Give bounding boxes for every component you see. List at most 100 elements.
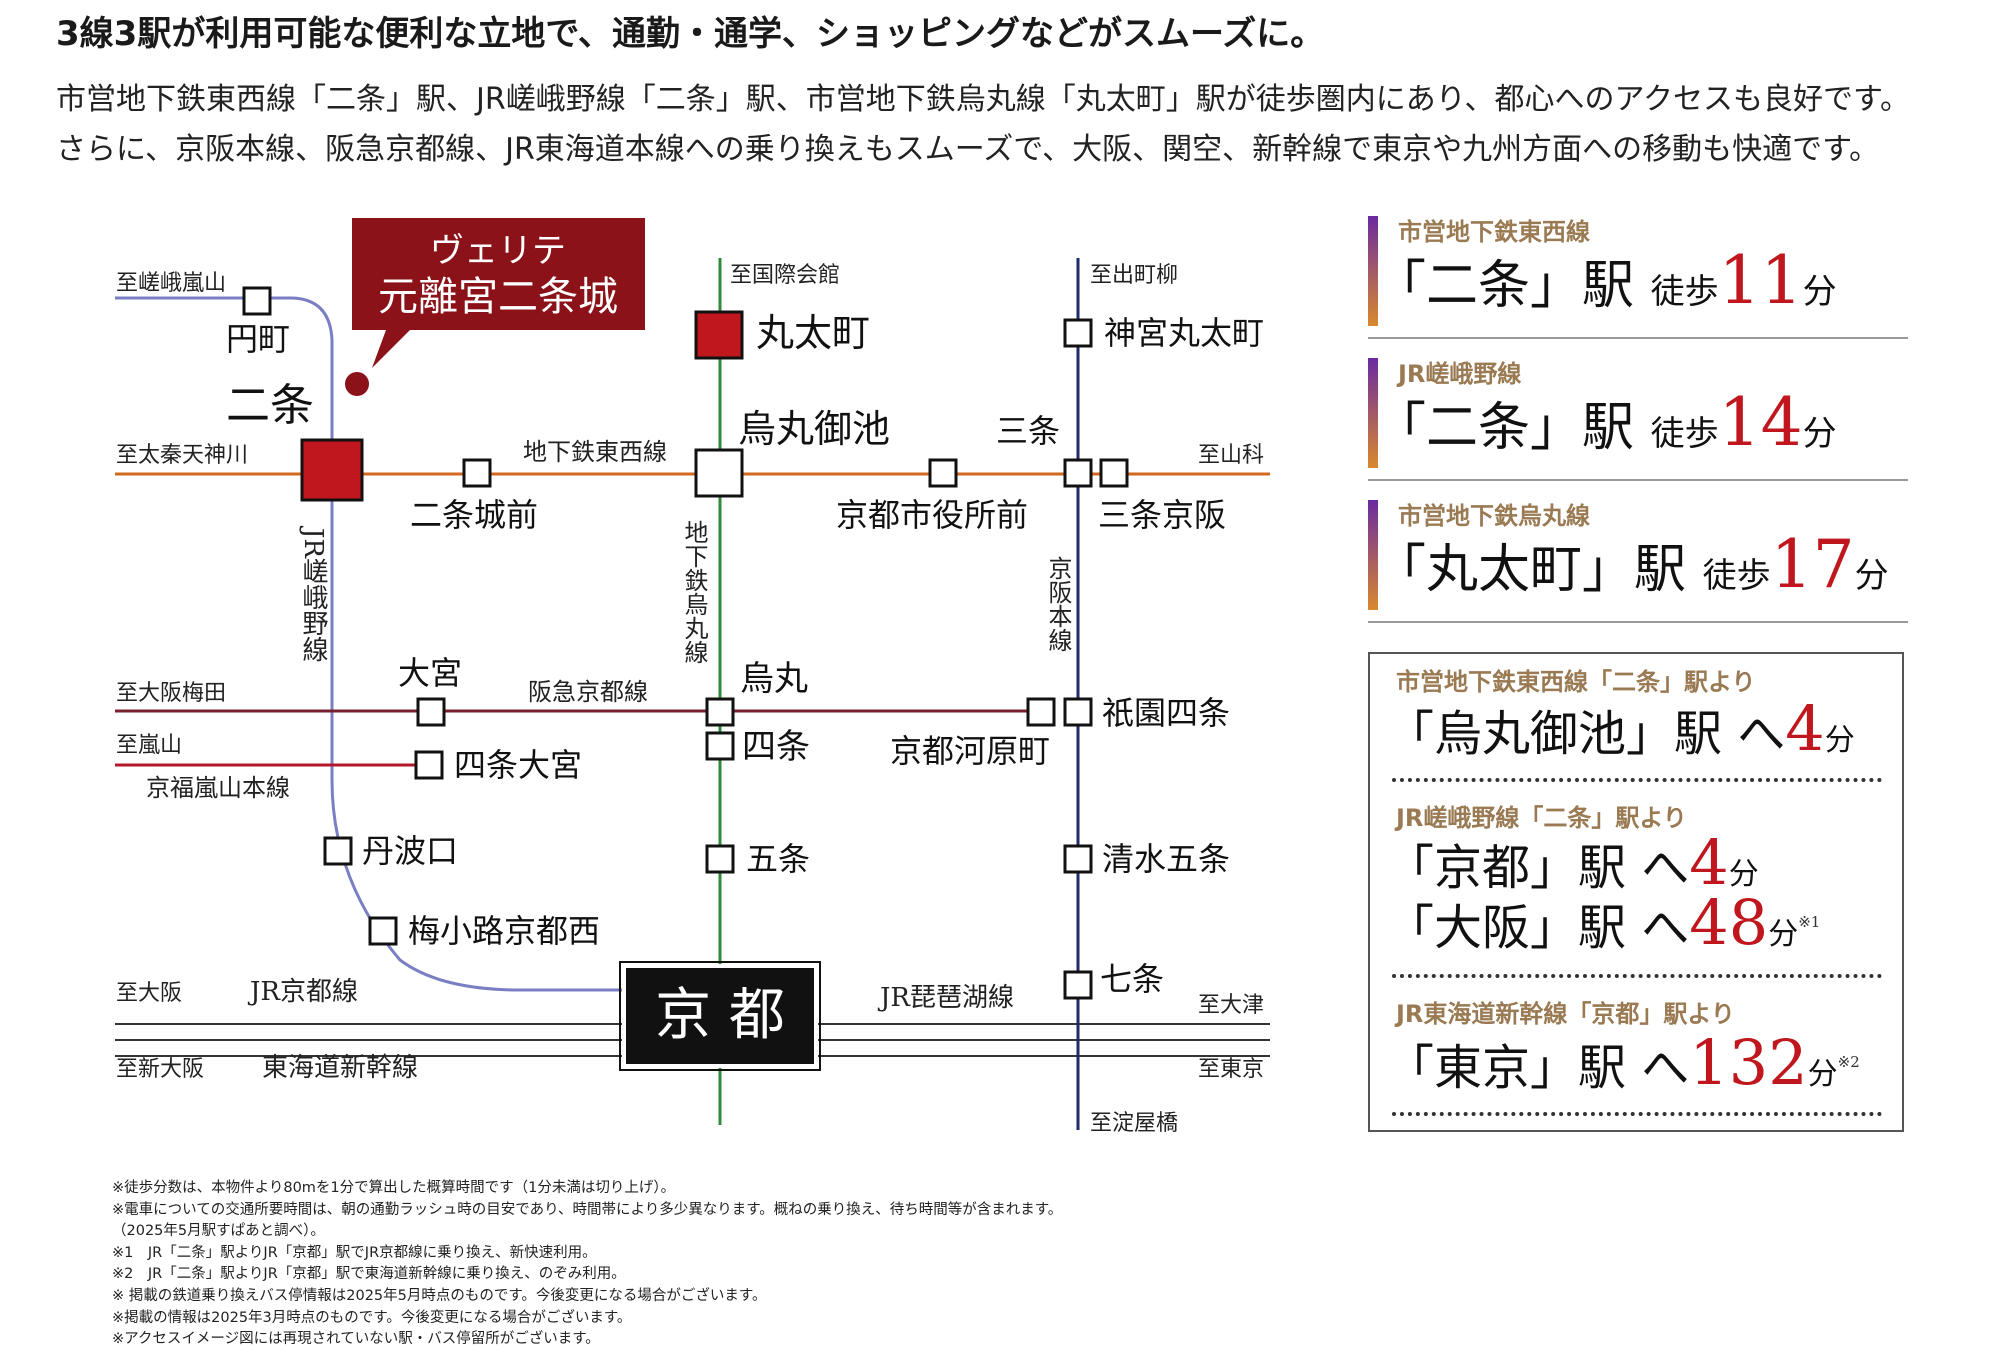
walk-item: JR嵯峨野線 「二条」駅 徒歩14分 bbox=[1368, 354, 1908, 481]
footnote: ※2 JR「二条」駅よりJR「京都」駅で東海道新幹線に乗り換え、のぞみ利用。 bbox=[112, 1266, 626, 1283]
property-name-line1: ヴェリテ bbox=[430, 231, 566, 271]
headline: 3線3駅が利用可能な便利な立地で、通勤・通学、ショッピングなどがスムーズに。 bbox=[56, 14, 1325, 54]
label-karasuma: 烏丸 bbox=[740, 659, 808, 699]
walk-station: 「二条」駅 徒歩14分 bbox=[1374, 384, 1837, 461]
station-kyoto bbox=[622, 964, 818, 1068]
property-name-line2: 元離宮二条城 bbox=[378, 274, 618, 320]
label-gion-shijo: 祇園四条 bbox=[1102, 694, 1230, 732]
walk-line-name: 市営地下鉄烏丸線 bbox=[1398, 502, 1590, 530]
transfer-origin: 市営地下鉄東西線「二条」駅より bbox=[1396, 668, 1756, 696]
label-kiyomizu-gojo: 清水五条 bbox=[1102, 840, 1230, 878]
walk-item: 市営地下鉄烏丸線 「丸太町」駅 徒歩17分 bbox=[1368, 496, 1908, 623]
transfer-destination: 「烏丸御池」駅 へ4分 bbox=[1386, 692, 1855, 765]
label-line-sagano: JR嵯峨野線 bbox=[298, 525, 328, 662]
station-sanjo-keihan bbox=[1099, 458, 1129, 488]
station-umekoji bbox=[368, 916, 398, 946]
property-location-marker bbox=[345, 372, 369, 396]
dir-osaka: 至大阪 bbox=[116, 981, 182, 1006]
footnote: ※電車についての交通所要時間は、朝の通勤ラッシュ時の目安であり、時間帯により多少… bbox=[112, 1201, 1063, 1218]
station-gojo bbox=[705, 844, 735, 874]
station-shichijo bbox=[1063, 970, 1093, 1000]
dir-shin-osaka: 至新大阪 bbox=[116, 1057, 204, 1082]
label-shiyakushomae: 京都市役所前 bbox=[836, 496, 1028, 534]
footnote: ※1 JR「二条」駅よりJR「京都」駅でJR京都線に乗り換え、新快速利用。 bbox=[112, 1244, 597, 1261]
label-line-jr-biwako: JR琵琶湖線 bbox=[877, 983, 1014, 1013]
route-map: ヴェリテ 元離宮二条城 円町 二条 二条城前 丸太町 烏丸御池 京都市役所前 神… bbox=[115, 218, 1270, 1136]
station-shijo bbox=[705, 731, 735, 761]
station-emmachi bbox=[242, 286, 272, 316]
footnote: ※掲載の情報は2025年3月時点のものです。今後変更になる場合がございます。 bbox=[112, 1309, 632, 1326]
label-line-hankyu: 阪急京都線 bbox=[528, 678, 648, 706]
transfer-destination: 「東京」駅 へ132分※2 bbox=[1386, 1026, 1860, 1099]
footnote: ※徒歩分数は、本物件より80mを1分で算出した概算時間です（1分未満は切り上げ）… bbox=[112, 1180, 676, 1196]
dir-osaka-umeda: 至大阪梅田 bbox=[116, 681, 226, 706]
station-jingu-marutamachi bbox=[1063, 318, 1093, 348]
label-omiya: 大宮 bbox=[398, 654, 462, 692]
walk-item: 市営地下鉄東西線 「二条」駅 徒歩11分 bbox=[1368, 212, 1908, 339]
label-jingu-marutamachi: 神宮丸太町 bbox=[1104, 314, 1264, 352]
station-kawaramachi bbox=[1026, 697, 1056, 727]
label-sanjo: 三条 bbox=[996, 412, 1060, 450]
walk-accent-bar bbox=[1368, 216, 1378, 326]
footnote: （2025年5月駅すぱあと調べ）。 bbox=[112, 1223, 325, 1240]
footnote: ※アクセスイメージ図には再現されていない駅・バス停留所がございます。 bbox=[112, 1331, 600, 1348]
dir-kokusai: 至国際会館 bbox=[730, 263, 840, 288]
label-emmachi: 円町 bbox=[226, 320, 290, 358]
dir-yamashina: 至山科 bbox=[1198, 443, 1264, 468]
walk-accent-bar bbox=[1368, 358, 1378, 468]
label-shichijo: 七条 bbox=[1100, 960, 1164, 998]
label-line-karasuma: 地下鉄烏丸線 bbox=[680, 520, 708, 664]
footnote: ※ 掲載の鉄道乗り換えバス停情報は2025年5月時点のものです。今後変更になる場… bbox=[112, 1287, 767, 1304]
station-karasuma bbox=[705, 697, 735, 727]
label-line-keifuku: 京福嵐山本線 bbox=[146, 774, 290, 802]
station-sanjo bbox=[1063, 458, 1093, 488]
footnotes: ※徒歩分数は、本物件より80mを1分で算出した概算時間です（1分未満は切り上げ）… bbox=[112, 1178, 1062, 1351]
dir-yodoyabashi: 至淀屋橋 bbox=[1090, 1111, 1178, 1136]
dir-otsu: 至大津 bbox=[1198, 993, 1264, 1018]
label-nijojomae: 二条城前 bbox=[410, 496, 538, 534]
walk-line-name: JR嵯峨野線 bbox=[1398, 360, 1522, 388]
station-tambaguchi bbox=[323, 836, 353, 866]
dir-tokyo: 至東京 bbox=[1198, 1057, 1264, 1082]
station-shiyakushomae bbox=[928, 458, 958, 488]
walk-station: 「二条」駅 徒歩11分 bbox=[1374, 242, 1837, 319]
label-nijo: 二条 bbox=[226, 380, 314, 431]
label-line-keihan: 京阪本線 bbox=[1044, 556, 1072, 652]
walk-accent-bar bbox=[1368, 500, 1378, 610]
property-callout bbox=[352, 218, 645, 368]
label-sanjo-keihan: 三条京阪 bbox=[1098, 496, 1226, 534]
station-marutamachi bbox=[694, 310, 744, 360]
transfer-origin: JR嵯峨野線「二条」駅より bbox=[1396, 804, 1687, 832]
station-shijo-omiya bbox=[414, 750, 444, 780]
transfer-origin: JR東海道新幹線「京都」駅より bbox=[1396, 1000, 1735, 1028]
transfer-destination: 「京都」駅 へ4分 bbox=[1386, 826, 1759, 899]
transfer-destination: 「大阪」駅 へ48分※1 bbox=[1386, 886, 1821, 959]
label-shijo: 四条 bbox=[742, 727, 810, 767]
label-line-jr-kyoto: JR京都線 bbox=[247, 977, 358, 1007]
dir-saga-arashiyama: 至嵯峨嵐山 bbox=[116, 271, 226, 296]
dir-uzumasa: 至太秦天神川 bbox=[116, 443, 248, 468]
transfer-times-box: 市営地下鉄東西線「二条」駅より 「烏丸御池」駅 へ4分 JR嵯峨野線「二条」駅よ… bbox=[1368, 652, 1904, 1132]
label-line-shinkansen: 東海道新幹線 bbox=[262, 1053, 418, 1083]
label-umekoji: 梅小路京都西 bbox=[408, 912, 600, 950]
label-gojo: 五条 bbox=[746, 840, 810, 878]
label-kawaramachi: 京都河原町 bbox=[890, 732, 1050, 770]
lead-text-1: 市営地下鉄東西線「二条」駅、JR嵯峨野線「二条」駅、市営地下鉄烏丸線「丸太町」駅… bbox=[56, 82, 1910, 117]
station-nijojomae bbox=[462, 458, 492, 488]
label-tambaguchi: 丹波口 bbox=[362, 832, 458, 870]
walk-station: 「丸太町」駅 徒歩17分 bbox=[1374, 526, 1889, 603]
divider bbox=[1392, 778, 1882, 782]
station-karasuma-oike bbox=[694, 448, 744, 498]
station-gion-shijo bbox=[1063, 697, 1093, 727]
label-marutamachi: 丸太町 bbox=[756, 311, 870, 355]
station-omiya bbox=[416, 697, 446, 727]
label-kyoto: 京 都 bbox=[655, 983, 785, 1048]
lead-text-2: さらに、京阪本線、阪急京都線、JR東海道本線への乗り換えもスムーズで、大阪、関空… bbox=[56, 132, 1880, 167]
divider bbox=[1392, 974, 1882, 978]
sagano-line bbox=[115, 296, 640, 992]
dir-demachi: 至出町柳 bbox=[1090, 263, 1178, 288]
label-shijo-omiya: 四条大宮 bbox=[454, 746, 582, 784]
station-kiyomizu-gojo bbox=[1063, 844, 1093, 874]
walk-line-name: 市営地下鉄東西線 bbox=[1398, 218, 1590, 246]
label-karasuma-oike: 烏丸御池 bbox=[738, 407, 890, 451]
